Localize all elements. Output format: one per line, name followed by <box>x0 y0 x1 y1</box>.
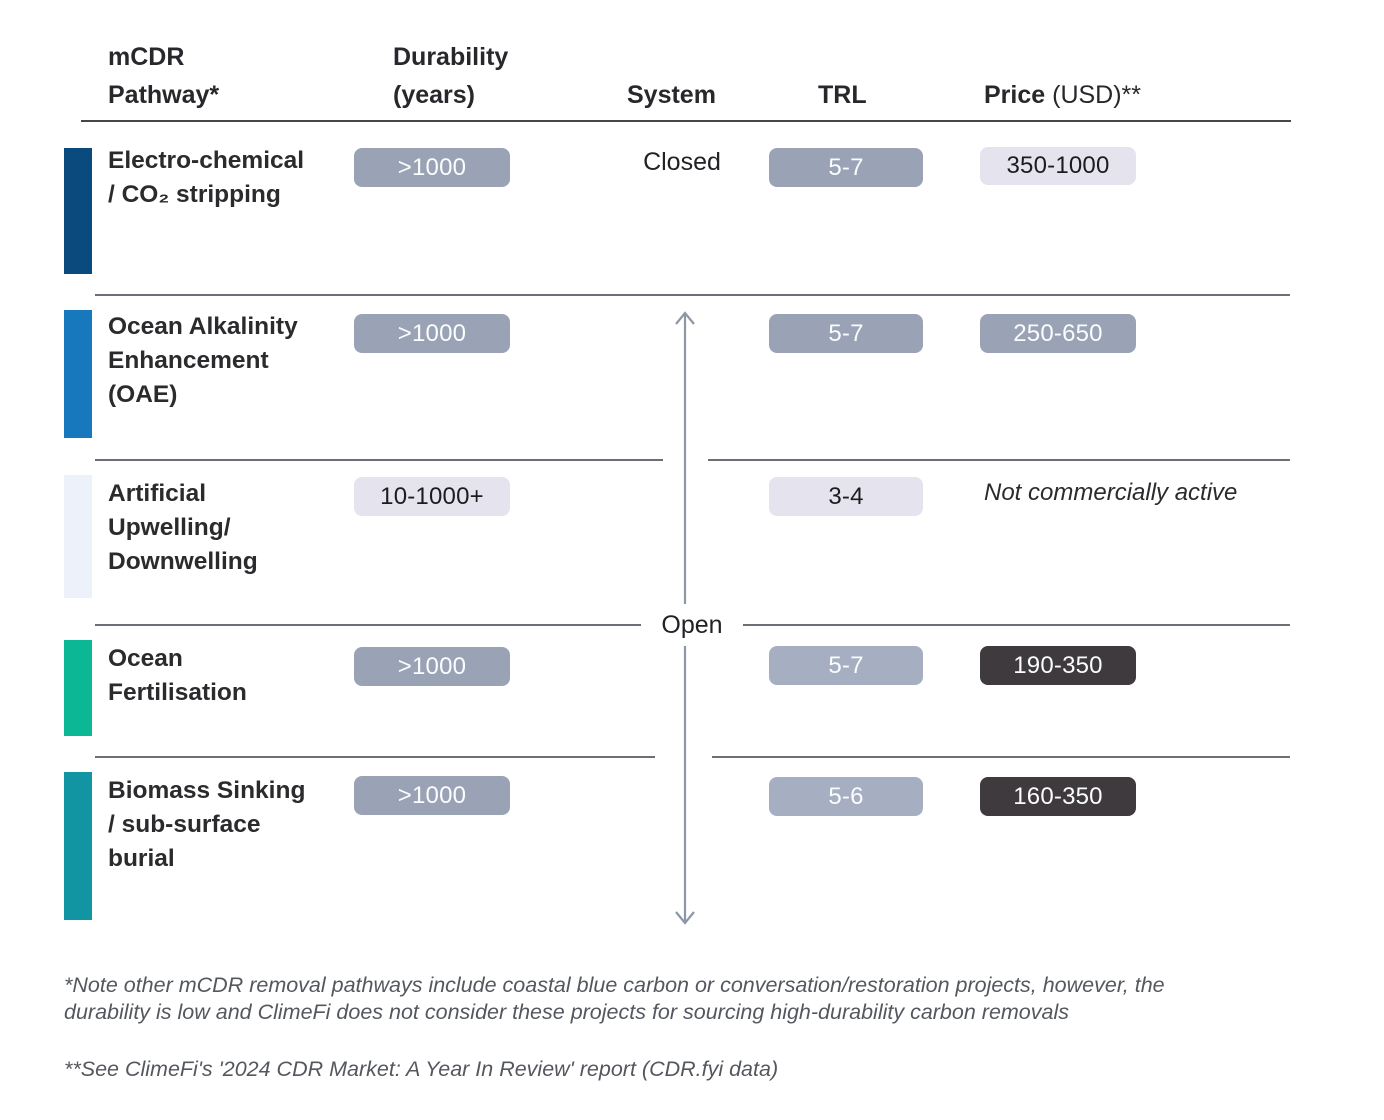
footnote-2: **See ClimeFi's '2024 CDR Market: A Year… <box>64 1057 779 1081</box>
price-badge: 190-350 <box>980 646 1136 685</box>
column-header-trl: TRL <box>818 81 867 109</box>
pathway-color-bar <box>64 772 92 920</box>
pathway-name: Artificial Upwelling/ Downwelling <box>108 480 258 575</box>
column-header-pathway: mCDR Pathway* <box>108 43 220 109</box>
durability-badge: >1000 <box>354 776 510 815</box>
pathway-name: Electro-chemical / CO₂ stripping <box>108 147 305 208</box>
row-divider <box>95 294 1290 296</box>
price-badge: 250-650 <box>980 314 1136 353</box>
trl-badge: 5-6 <box>769 777 923 816</box>
trl-badge: 5-7 <box>769 314 923 353</box>
header-divider <box>81 120 1291 122</box>
pathway-color-bar <box>64 148 92 274</box>
durability-badge: >1000 <box>354 314 510 353</box>
row-divider <box>95 756 655 758</box>
column-header-durability: Durability (years) <box>393 43 509 109</box>
footnote-1: *Note other mCDR removal pathways includ… <box>64 973 1165 1024</box>
pathway-name: Ocean Fertilisation <box>108 645 247 706</box>
durability-badge: 10-1000+ <box>354 477 510 516</box>
trl-badge: 5-7 <box>769 148 923 187</box>
pathway-color-bar <box>64 475 92 598</box>
trl-badge: 5-7 <box>769 646 923 685</box>
price-badge: 350-1000 <box>980 147 1136 185</box>
price-not-active-label: Not commercially active <box>984 479 1238 506</box>
system-closed-label: Closed <box>643 148 721 176</box>
column-header-price: Price (USD)** <box>984 76 1141 114</box>
trl-badge: 3-4 <box>769 477 923 516</box>
row-divider <box>712 756 1290 758</box>
pathway-name: Ocean Alkalinity Enhancement (OAE) <box>108 313 298 408</box>
durability-badge: >1000 <box>354 148 510 187</box>
price-badge: 160-350 <box>980 777 1136 816</box>
row-divider <box>738 624 1290 626</box>
column-header-price-units: (USD)** <box>1045 81 1142 109</box>
row-divider <box>95 624 645 626</box>
system-open-label: Open <box>641 604 743 646</box>
pathway-name: Biomass Sinking / sub-surface burial <box>108 777 306 872</box>
durability-badge: >1000 <box>354 647 510 686</box>
pathway-color-bar <box>64 310 92 438</box>
column-header-system: System <box>627 81 716 109</box>
row-divider <box>95 459 663 461</box>
row-divider <box>708 459 1290 461</box>
column-header-price-bold: Price <box>984 81 1046 109</box>
pathway-color-bar <box>64 640 92 736</box>
